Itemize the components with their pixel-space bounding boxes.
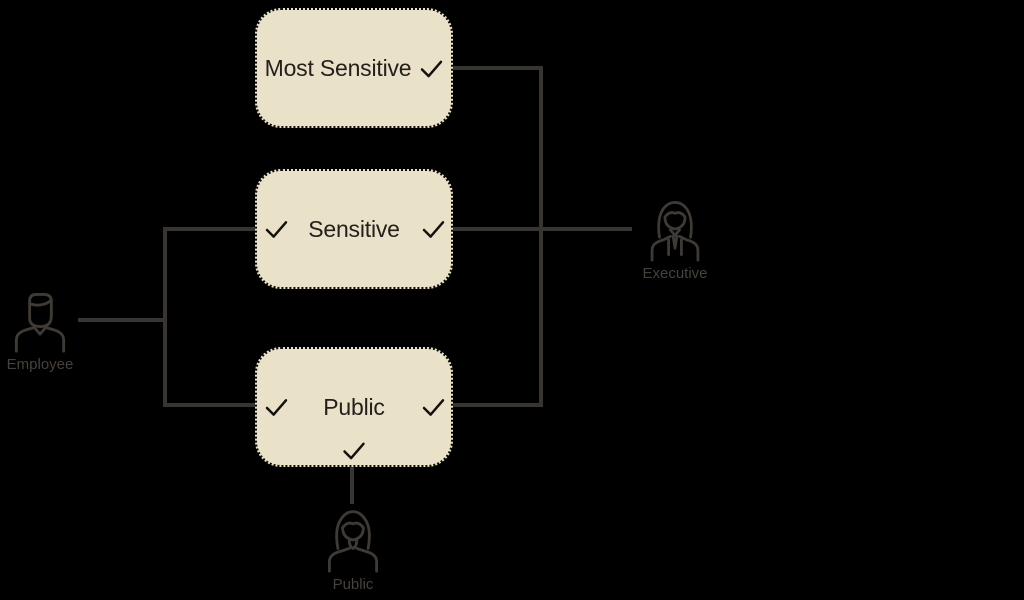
male-person-icon <box>14 293 66 353</box>
connector-line-left-trunk <box>163 227 167 407</box>
node-public-label: Public <box>323 393 385 420</box>
node-sensitive: Sensitive <box>255 169 453 289</box>
actor-employee: Employee <box>0 285 80 373</box>
check-icon <box>422 399 445 416</box>
node-most-sensitive-label: Most Sensitive <box>264 54 412 81</box>
actor-public-label: Public <box>332 576 374 593</box>
connector-line-trunk-to-sensitive <box>166 227 257 231</box>
check-icon <box>265 221 288 238</box>
connector-line-sensitive-to-executive <box>448 227 632 231</box>
node-public: Public <box>255 347 453 467</box>
female-person-icon <box>327 510 379 573</box>
connector-line-employee-to-trunk <box>78 318 167 322</box>
actor-public: Public <box>313 505 393 593</box>
check-icon <box>343 442 365 460</box>
actor-executive-label: Executive <box>642 265 708 282</box>
connector-line-public-to-trunk <box>448 403 543 407</box>
actor-employee-label: Employee <box>6 356 74 373</box>
actor-executive: Executive <box>635 196 715 282</box>
check-icon <box>422 221 445 238</box>
connector-line-public-box-to-public-user <box>350 466 354 504</box>
connector-line-most-sensitive-to-trunk <box>447 66 543 70</box>
connector-line-trunk-to-public <box>166 403 257 407</box>
node-sensitive-label: Sensitive <box>308 215 400 242</box>
check-icon <box>265 399 288 416</box>
connector-line-right-trunk <box>539 66 543 407</box>
node-most-sensitive: Most Sensitive <box>255 8 453 128</box>
check-icon <box>421 60 443 77</box>
female-person-suit-icon <box>650 201 700 262</box>
